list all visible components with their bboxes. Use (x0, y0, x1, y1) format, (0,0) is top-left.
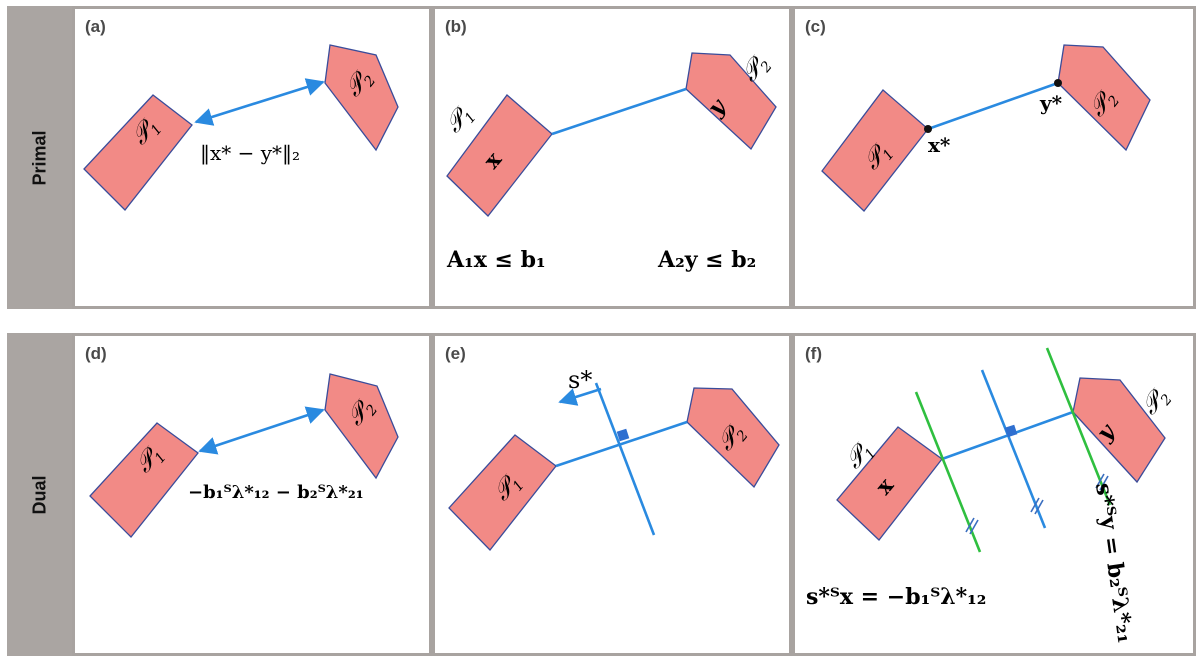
supporting-hyperplane-2 (1045, 347, 1112, 506)
polytope-p2 (686, 387, 780, 489)
dual-objective-label: −b₁ᵀλ*₁₂ − b₂ᵀλ*₂₁ (188, 482, 364, 503)
parallel-marks (965, 473, 1109, 535)
polytope-p2 (685, 52, 777, 151)
y-star-label: y* (1039, 91, 1063, 115)
polytope-p1 (446, 94, 553, 217)
panel-f: (f) (792, 333, 1196, 656)
polytope-p2 (324, 44, 399, 152)
panel-b-tag: (b) (445, 17, 467, 36)
constraint-2: A₂y ≤ b₂ (657, 247, 756, 273)
panel-f-figure: 𝒫1 𝒫2 x y s*ᵀx = −b₁ᵀλ*₁₂ s*ᵀy = b₂ᵀλ*₂₁ (806, 347, 1176, 645)
row-label-dual: Dual (7, 333, 72, 656)
separating-hyperplane (980, 369, 1047, 529)
x-star-label: x* (928, 133, 951, 157)
s-star-label: s* (568, 366, 592, 394)
distance-arrow (194, 78, 325, 126)
distance-arrow (198, 406, 325, 455)
panel-c-tag: (c) (805, 17, 826, 36)
panel-a-tag: (a) (85, 17, 106, 36)
p1-label: 𝒫1 (439, 100, 480, 140)
panel-c-figure: 𝒫1 𝒫2 x* y* (821, 44, 1151, 212)
panel-e-figure: 𝒫1 𝒫2 s* (448, 366, 780, 551)
polytope-p1 (448, 434, 557, 551)
panel-b-figure: 𝒫1 𝒫2 x y A₁x ≤ b₁ A₂y ≤ b₂ (439, 50, 777, 273)
polytope-p2 (324, 373, 399, 480)
polytope-p1 (83, 94, 193, 211)
row-label-primal: Primal (7, 6, 72, 309)
x-star-point (924, 125, 932, 133)
polytope-p1 (821, 89, 929, 212)
connector-line (927, 81, 1059, 131)
right-angle-mark (1004, 424, 1018, 438)
equation-left: s*ᵀx = −b₁ᵀλ*₁₂ (806, 584, 986, 610)
panel-a-figure: 𝒫1 𝒫2 ‖x* − y*‖₂ (83, 44, 399, 211)
polytope-p1 (89, 422, 199, 538)
connector-line (551, 87, 687, 136)
normal-arrow (558, 387, 602, 406)
connector-line (555, 420, 688, 468)
constraint-1: A₁x ≤ b₁ (446, 247, 546, 273)
panel-e-tag: (e) (445, 344, 466, 363)
panel-f-tag: (f) (805, 344, 822, 363)
panel-d-tag: (d) (85, 344, 107, 363)
y-star-point (1054, 79, 1062, 87)
equation-right: s*ᵀy = b₂ᵀλ*₂₁ (1090, 481, 1138, 645)
separating-hyperplane (594, 382, 656, 536)
panel-d-figure: 𝒫1 𝒫2 −b₁ᵀλ*₁₂ − b₂ᵀλ*₂₁ (89, 373, 399, 538)
polytope-p1 (836, 426, 943, 541)
polytope-p2 (1072, 377, 1166, 484)
polytope-p2 (1057, 44, 1151, 152)
distance-label: ‖x* − y*‖₂ (200, 141, 300, 166)
right-angle-mark (616, 428, 630, 442)
